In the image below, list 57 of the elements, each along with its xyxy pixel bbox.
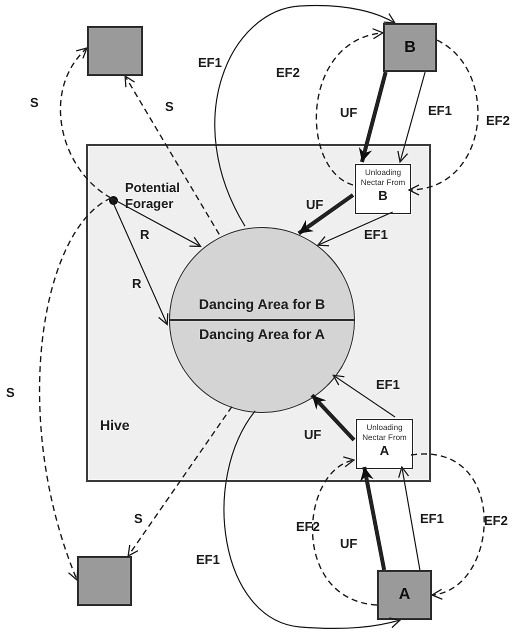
edge-label: EF2	[276, 66, 300, 80]
arrow	[397, 72, 426, 163]
arrow	[124, 75, 220, 235]
edge-label: UF	[304, 428, 322, 442]
hive-label: Hive	[100, 417, 130, 433]
arrow	[317, 211, 393, 246]
arrow	[408, 40, 478, 194]
edge-label: EF1	[428, 104, 452, 118]
edge-label: S	[6, 386, 15, 400]
edge-label: S	[165, 100, 174, 114]
arrow	[224, 410, 401, 630]
arrow	[316, 29, 384, 186]
edge-label: EF1	[420, 512, 444, 526]
arrow	[110, 197, 202, 248]
arrow	[310, 394, 356, 442]
feeder-square	[383, 23, 437, 72]
edge-label: S	[134, 512, 143, 526]
edge-label: R	[140, 228, 150, 242]
arrow	[332, 374, 396, 418]
box-letter: A	[380, 443, 390, 458]
edge-label: EF1	[364, 228, 388, 242]
arrow	[312, 458, 378, 606]
box-label: Unloading Nectar From	[360, 168, 406, 188]
edge-label: R	[132, 277, 142, 291]
edge-label: S	[30, 96, 39, 110]
edge-label: EF2	[296, 520, 320, 534]
area-label: Dancing Area for A	[199, 325, 325, 344]
feeder-letter: B	[404, 38, 416, 58]
arrow	[60, 47, 112, 199]
edge-label: EF2	[486, 114, 510, 128]
feeder-square	[77, 556, 132, 606]
arrow	[39, 197, 112, 581]
arrow	[398, 466, 420, 570]
arrow	[410, 454, 485, 598]
box-letter: B	[378, 188, 388, 203]
edge-label: EF1	[198, 56, 222, 70]
arrow	[358, 72, 388, 162]
arrow	[214, 4, 396, 226]
edge-label: UF	[340, 537, 358, 551]
area-label: Dancing Area for B	[198, 295, 326, 314]
edge-label: UF	[340, 106, 358, 120]
unloading-box	[355, 164, 411, 214]
edge-label: EF1	[196, 553, 220, 567]
node-label: Potential Forager	[125, 180, 180, 211]
arrow	[128, 406, 232, 557]
feeder-square	[87, 26, 143, 76]
feeder-square	[377, 570, 432, 620]
arrow	[298, 193, 354, 236]
unloading-box	[356, 419, 413, 469]
edge-label: EF1	[376, 378, 400, 392]
box-label: Unloading Nectar From	[361, 423, 408, 443]
arrow	[110, 198, 168, 326]
feeder-letter: A	[398, 585, 410, 605]
edge-label: UF	[306, 198, 324, 212]
hive-box	[86, 144, 431, 482]
edge-label: EF2	[484, 514, 508, 528]
arrow	[360, 466, 386, 570]
